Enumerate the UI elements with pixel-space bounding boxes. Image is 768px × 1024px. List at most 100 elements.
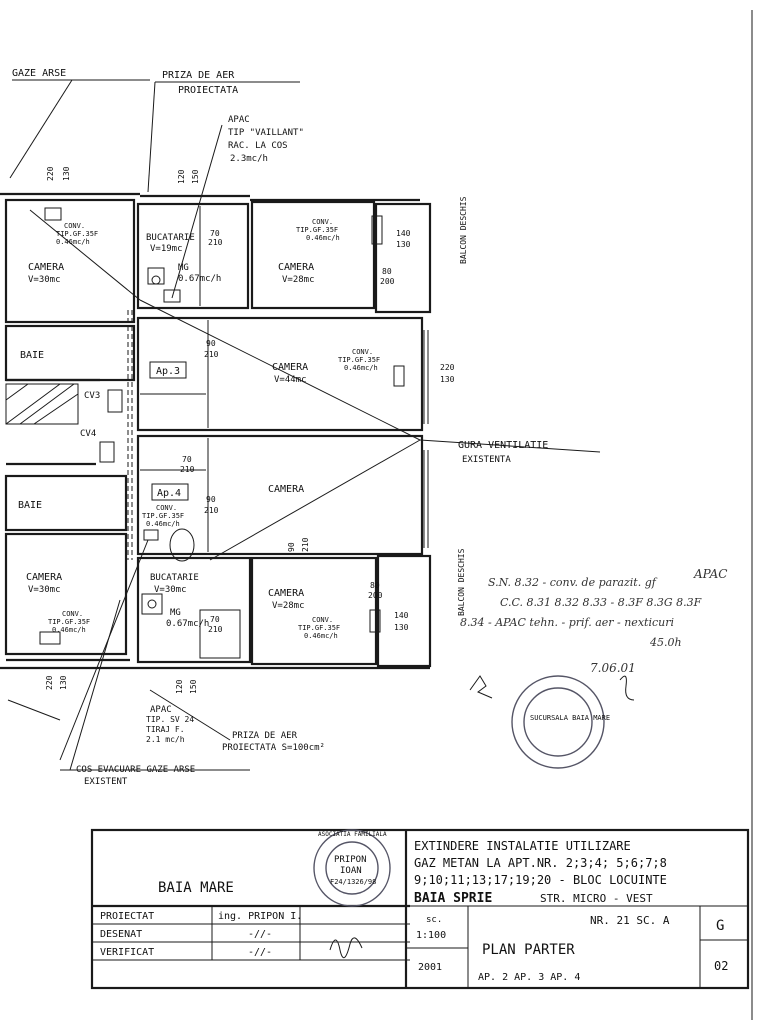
ap3-box [149,361,187,379]
dim-140-2: 140 [394,611,409,620]
verificat-name: -//- [248,947,272,958]
leader-line [419,439,601,453]
apac-bot-3: TIRAJ F. [146,725,185,734]
dim-220-bl: 220 [45,675,54,690]
dim-200-2: 200 [368,591,383,600]
room-camera-center: CAMERA [268,484,304,495]
priza-aer-top-label: PRIZA DE AER [162,70,235,81]
dim-140: 140 [396,229,411,238]
mg-top-v: 0.67mc/h [178,274,221,284]
apac-bot-1: APAC [150,705,172,715]
conv3-b: TIP.GF.35F [338,356,380,364]
cv4-box [99,441,115,463]
cv3-box [107,389,123,413]
title-line3: 9;10;11;13;17;19;20 - BLOC LOCUINTE [414,873,667,887]
leader-line [7,699,61,721]
apac-top-3: RAC. LA COS [228,141,288,151]
proiectata-bot: PROIECTATA S=100cm² [222,743,325,753]
dim-210-2: 210 [180,465,195,474]
apac-top-2: TIP "VAILLANT" [228,128,304,138]
stamp-designer-3: F24/1326/98 [330,878,376,886]
dim-90-c: 90 [206,495,216,504]
room-bucatarie-bot: BUCATARIE [150,573,199,583]
dim-150-top: 150 [191,169,200,184]
leader-line [147,81,156,193]
convector-box [369,609,381,633]
room-camera-br: CAMERA [268,588,304,599]
handwritten-line1: S.N. 8.32 - conv. de parazit. gf [488,576,658,589]
convector-box [39,631,61,645]
dim-130-top: 130 [62,166,71,181]
dim-90-vert: 90 [287,542,296,552]
gura-ventilatie-label: GURA VENTILATIE [458,440,548,451]
mg-top: MG [178,263,189,273]
conv5-b: TIP.GF.35F [48,618,90,626]
title-city: BAIA MARE [158,880,234,896]
leader-line [139,299,421,441]
conv6-b: TIP.GF.35F [298,624,340,632]
desenat-name: -//- [248,929,272,940]
dim-220-top: 220 [46,166,55,181]
dim-210: 210 [208,238,223,247]
dim-200: 200 [380,277,395,286]
conv3-a: CONV. [352,348,373,356]
room-balcon-top: BALCON DESCHIS [459,196,468,264]
room-bucatarie-top: BUCATARIE [146,233,195,243]
convector-box [371,215,383,245]
room-camera-tl: CAMERA [28,262,64,273]
apac-top-4: 2.3mc/h [230,154,268,164]
label-desenat: DESENAT [100,929,142,940]
leader-line [171,124,223,299]
room-camera-mid-v: V=44mc [274,375,307,385]
room-camera-tr-v: V=28mc [282,275,315,285]
room-bucatarie-bot-v: V=30mc [154,585,187,595]
signature-mark [329,937,363,959]
existent-label: EXISTENT [84,777,128,787]
room-bucatarie-top-v: V=19mc [150,244,183,254]
conv4-c: 0.46mc/h [146,520,180,528]
dim-210-3: 210 [208,625,223,634]
title-block [90,828,750,990]
conv2-b: TIP.GF.35F [296,226,338,234]
burner-icon [147,599,157,609]
conv2-c: 0.46mc/h [306,234,340,242]
signature-mark [469,675,493,699]
dim-130: 130 [396,240,411,249]
handwritten-line2: C.C. 8.31 8.32 8.33 - 8.3F 8.3G 8.3F [500,596,702,609]
dim-210-vert: 210 [301,537,310,552]
scale-label: sc. [426,915,442,925]
dim-130-bl: 130 [59,675,68,690]
signature-mark [619,675,635,701]
stamp-text: SUCURSALA BAIA MARE [530,714,610,722]
room-camera-mid: CAMERA [272,362,308,373]
room-baie-2: BAIE [18,500,42,511]
dim-70-2: 70 [182,455,192,464]
ap4-box [151,483,189,501]
dim-220-r: 220 [440,363,455,372]
meter-box [163,289,181,303]
convector-box [44,207,62,221]
conv5-a: CONV. [62,610,83,618]
dim-130-2: 130 [394,623,409,632]
conv4-b: TIP.GF.35F [142,512,184,520]
stove-box [141,593,163,615]
stamp-designer-ring: ASOCIATIA FAMILIALA [318,831,387,838]
label-ap3: Ap.3 [156,366,180,377]
conv6-c: 0.46mc/h [304,632,338,640]
mg-bot-v: 0.67mc/h [166,619,209,629]
room-camera-br-v: V=28mc [272,601,305,611]
leader-line [149,689,231,741]
handwritten-line3: 8.34 - APAC tehn. - prif. aer - nexticur… [460,616,674,629]
conv1-b: TIP.GF.35F [56,230,98,238]
room-camera-tl-v: V=30mc [28,275,61,285]
label-ap4: Ap.4 [157,488,181,499]
conv6-a: CONV. [312,616,333,624]
plan-title: PLAN PARTER [482,942,575,958]
apac-top-1: APAC [228,115,250,125]
room-camera-bl: CAMERA [26,572,62,583]
room-baie-1: BAIE [20,350,44,361]
conv5-c: 0.46mc/h [52,626,86,634]
dim-120-top: 120 [177,169,186,184]
leader-line [209,439,421,561]
